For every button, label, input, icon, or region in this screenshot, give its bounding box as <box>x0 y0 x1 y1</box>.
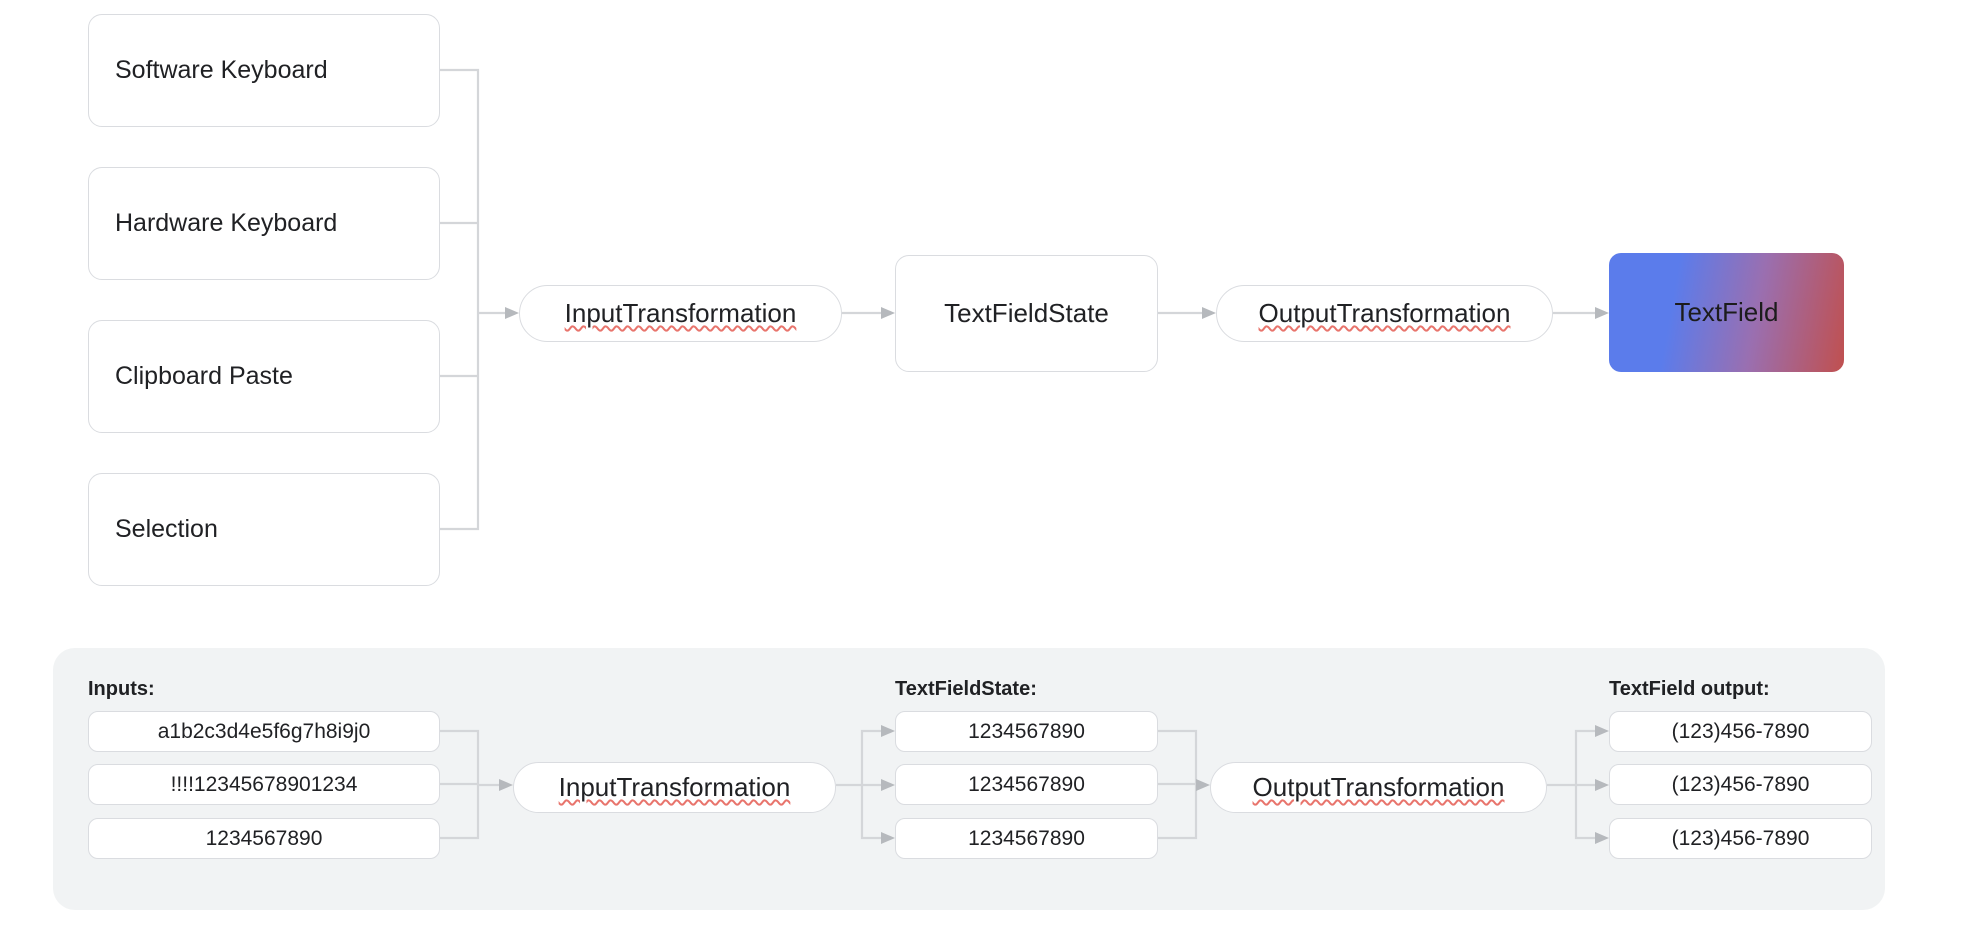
source-node-label: Selection <box>115 515 218 543</box>
source-node-label: Clipboard Paste <box>115 362 293 390</box>
state-value-box[interactable]: 1234567890 <box>895 711 1158 752</box>
source-node-selection[interactable]: Selection <box>88 473 440 586</box>
state-value-box[interactable]: 1234567890 <box>895 818 1158 859</box>
input-value-box[interactable]: !!!!12345678901234 <box>88 764 440 805</box>
example-node-input-transformation[interactable]: InputTransformation <box>513 762 836 813</box>
output-value-box[interactable]: (123)456-7890 <box>1609 764 1872 805</box>
source-node-label: Software Keyboard <box>115 56 328 84</box>
example-node-output-transformation[interactable]: OutputTransformation <box>1210 762 1547 813</box>
source-node-software-keyboard[interactable]: Software Keyboard <box>88 14 440 127</box>
node-label: InputTransformation <box>564 298 797 328</box>
output-value-box[interactable]: (123)456-7890 <box>1609 711 1872 752</box>
source-node-clipboard-paste[interactable]: Clipboard Paste <box>88 320 440 433</box>
input-value-box[interactable]: a1b2c3d4e5f6g7h8i9j0 <box>88 711 440 752</box>
column-title-text-field-state: TextFieldState: <box>895 678 1037 700</box>
input-value-box[interactable]: 1234567890 <box>88 818 440 859</box>
source-node-hardware-keyboard[interactable]: Hardware Keyboard <box>88 167 440 280</box>
source-node-label: Hardware Keyboard <box>115 209 338 237</box>
node-text-field[interactable]: TextField <box>1609 253 1844 372</box>
node-output-transformation[interactable]: OutputTransformation <box>1216 285 1553 342</box>
column-title-inputs: Inputs: <box>88 678 155 700</box>
node-input-transformation[interactable]: InputTransformation <box>519 285 842 342</box>
node-text-field-state[interactable]: TextFieldState <box>895 255 1158 372</box>
column-title-text-field-output: TextField output: <box>1609 678 1770 700</box>
node-label: TextField <box>1674 297 1779 327</box>
output-value-box[interactable]: (123)456-7890 <box>1609 818 1872 859</box>
node-label: TextFieldState <box>944 298 1109 328</box>
node-label: OutputTransformation <box>1258 298 1511 328</box>
node-label: OutputTransformation <box>1252 772 1505 802</box>
node-label: InputTransformation <box>558 772 791 802</box>
state-value-box[interactable]: 1234567890 <box>895 764 1158 805</box>
